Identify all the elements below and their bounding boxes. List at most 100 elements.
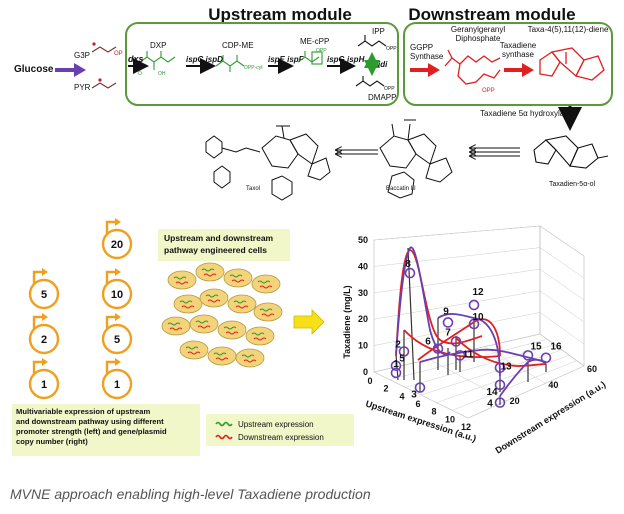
data-point-marker (414, 382, 426, 393)
x-tick-label: 0 (367, 376, 372, 386)
plasmid: 5 (28, 268, 60, 310)
downstream-curves (395, 249, 547, 367)
data-point-marker (450, 336, 462, 347)
x-tick-label: 4 (399, 391, 404, 401)
z-tick-label: 40 (358, 261, 368, 271)
legend-box (206, 414, 354, 446)
engineered-cell (195, 262, 225, 282)
multi-step-arrow-1 (470, 148, 520, 156)
data-point-label: 15 (530, 341, 542, 352)
engineered-cell (179, 340, 209, 360)
data-point-label: 1 (393, 359, 399, 370)
promoter-arrow-icon (32, 270, 42, 284)
me-cpp-label: ME-cPP (300, 37, 329, 46)
z-tick-label: 30 (358, 288, 368, 298)
data-point-marker (468, 318, 480, 330)
upstream-module-box (125, 22, 399, 106)
data-point-marker (398, 346, 410, 357)
promoter-arrowhead-icon (115, 268, 121, 276)
promoter-arrow-icon (32, 360, 42, 374)
z-axis-ticks: 0 10 20 30 40 50 (358, 235, 368, 377)
data-point-label: 10 (472, 312, 484, 323)
data-point-label: 9 (443, 306, 449, 317)
dmapp-label: DMAPP (368, 93, 396, 102)
x-tick-label: 10 (445, 414, 455, 424)
upstream-curves (395, 246, 547, 397)
data-point-marker (432, 343, 444, 354)
taxol-label: Taxol (246, 186, 260, 192)
cdp-me-label: CDP-ME (222, 41, 254, 50)
engineered-cell (161, 316, 191, 336)
plasmid-ring (28, 368, 60, 400)
legend-downstream-swatch (215, 434, 233, 440)
z-tick-label: 20 (358, 314, 368, 324)
dxp-label: DXP (150, 41, 166, 50)
drop-lines (395, 247, 547, 405)
data-point-marker (390, 367, 402, 379)
engineered-cell (253, 302, 283, 322)
plasmid-copy-label: 20 (111, 239, 123, 251)
data-point-label: 14 (486, 387, 498, 398)
ispef-enzyme: ispE ispF (268, 55, 305, 64)
glucose-arrow (55, 63, 86, 77)
data-point-label: 8 (405, 259, 411, 270)
idi-enzyme: idi (378, 60, 388, 69)
promoter-arrow-icon (105, 220, 115, 234)
engineered-cell (235, 348, 265, 368)
cdp-me-structure (215, 55, 245, 72)
plasmid-ring (101, 323, 133, 355)
data-point-markers (390, 267, 552, 408)
z-tick-label: 0 (363, 367, 368, 377)
svg-text:O: O (138, 71, 142, 77)
engineered-cell (167, 270, 197, 290)
plasmid: 10 (101, 268, 133, 310)
baccatin-structure (379, 119, 453, 199)
y-tick-label: 40 (548, 380, 558, 390)
y-tick-label: 60 (587, 364, 597, 374)
promoter-arrowhead-icon (115, 358, 121, 366)
cells-note-text: Upstream and downstream pathway engineer… (164, 233, 276, 255)
promoter-arrow-icon (105, 315, 115, 329)
pyr-structure (91, 78, 117, 89)
svg-text:OPP-cyt: OPP-cyt (244, 65, 263, 71)
svg-text:OPP: OPP (316, 48, 327, 54)
data-point-label: 13 (500, 362, 512, 373)
data-point-label: 2 (395, 339, 401, 350)
plasmid: 1 (101, 358, 133, 400)
figure-caption: MVNE approach enabling high-level Taxadi… (10, 486, 371, 502)
multivariable-note-text: Multivariable expression of upstream and… (16, 407, 169, 446)
chart-gridlines (373, 225, 585, 419)
data-point-marker (404, 267, 416, 279)
multi-step-arrow-2 (336, 150, 378, 154)
downstream-module-title: Downstream module (408, 5, 575, 24)
promoter-arrowhead-icon (115, 313, 121, 321)
engineered-cell (227, 294, 257, 314)
pyr-label: PYR (74, 83, 91, 92)
engineered-cell (207, 346, 237, 366)
engineered-cell (217, 320, 247, 340)
plasmid-ring (28, 278, 60, 310)
svg-text:OPP: OPP (384, 86, 395, 92)
data-point-marker (390, 360, 402, 372)
data-point-marker (494, 397, 506, 408)
glucose-label: Glucose (14, 64, 54, 75)
plasmid-ring (101, 368, 133, 400)
engineered-cell (245, 326, 275, 346)
promoter-arrowhead-icon (42, 313, 48, 321)
z-tick-label: 10 (358, 341, 368, 351)
taxol-structure (205, 125, 331, 201)
ipp-label: IPP (372, 27, 385, 36)
plasmid-copy-label: 5 (41, 289, 47, 301)
engineered-cell (223, 268, 253, 288)
data-point-label: 4 (487, 399, 493, 410)
z-tick-label: 50 (358, 235, 368, 245)
plasmid-copy-label: 2 (41, 334, 47, 346)
taxadienol-label: Taxadien-5α-ol (549, 181, 596, 188)
legend-downstream-label: Downstream expression (238, 433, 324, 442)
data-point-label: 7 (445, 327, 451, 338)
cell-population (161, 262, 283, 368)
plasmid-ring (101, 228, 133, 260)
